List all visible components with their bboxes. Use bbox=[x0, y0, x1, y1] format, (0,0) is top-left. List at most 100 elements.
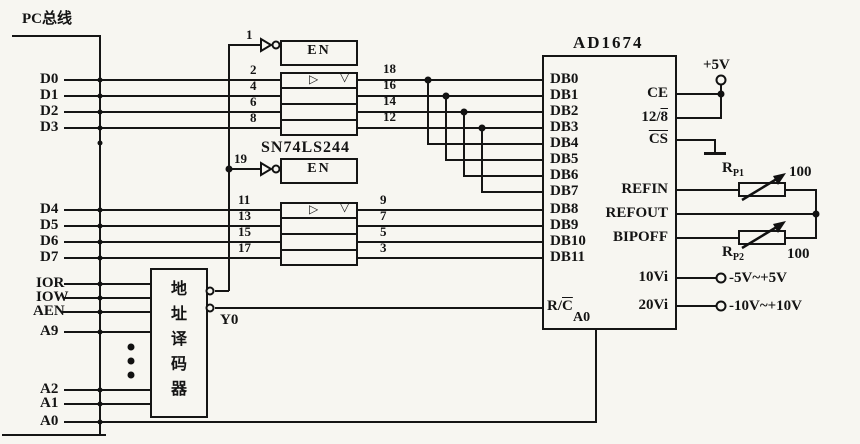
wire bbox=[64, 403, 150, 405]
junction-dot bbox=[97, 329, 103, 335]
wire bbox=[64, 111, 280, 113]
wire bbox=[677, 213, 817, 215]
adc-pin-ce: CE bbox=[647, 85, 668, 101]
pin-number: 5 bbox=[380, 224, 387, 239]
pin-number: 13 bbox=[238, 208, 251, 223]
wire bbox=[64, 79, 280, 81]
wire bbox=[62, 311, 150, 313]
buffer1-box bbox=[280, 72, 358, 136]
wire bbox=[784, 237, 817, 239]
junction-dot bbox=[97, 309, 103, 315]
adc-pin-db0: DB0 bbox=[550, 71, 579, 87]
inverter-icon bbox=[260, 37, 273, 53]
wire bbox=[445, 95, 447, 161]
rp2-value: 100 bbox=[787, 246, 810, 262]
pin-number: 12 bbox=[383, 109, 396, 124]
wire bbox=[282, 87, 356, 89]
wire bbox=[714, 139, 716, 153]
buffer-symbol-icon: ▷ bbox=[309, 72, 319, 86]
ellipsis-dot bbox=[127, 357, 135, 365]
decoder-output-bubble-icon bbox=[205, 286, 215, 296]
signal-label-d1: D1 bbox=[40, 87, 59, 103]
wire bbox=[282, 103, 356, 105]
inverter-bubble-icon bbox=[271, 40, 281, 50]
pin-number: 2 bbox=[250, 62, 257, 77]
pin-number: 7 bbox=[380, 208, 387, 223]
wire bbox=[677, 139, 716, 141]
adc-pin-db9: DB9 bbox=[550, 217, 579, 233]
pin-number: 16 bbox=[383, 77, 396, 92]
y0-wire bbox=[215, 307, 542, 309]
rp1-value: 100 bbox=[789, 164, 812, 180]
wire bbox=[282, 233, 356, 235]
signal-label-aen: AEN bbox=[33, 303, 65, 319]
pot-arrow-icon bbox=[741, 173, 786, 202]
junction-dot bbox=[97, 387, 103, 393]
wire bbox=[358, 225, 542, 227]
wire bbox=[2, 434, 106, 436]
signal-label-a0: A0 bbox=[40, 413, 59, 429]
signal-label-a9: A9 bbox=[40, 323, 59, 339]
signal-label-d5: D5 bbox=[40, 217, 59, 233]
adc-pin-cs: CS bbox=[648, 131, 668, 147]
inverter-icon bbox=[260, 161, 273, 177]
wire bbox=[64, 209, 280, 211]
adc-pin-refout: REFOUT bbox=[605, 205, 668, 221]
wire bbox=[358, 79, 542, 81]
y0-label: Y0 bbox=[220, 312, 239, 328]
wire bbox=[358, 241, 542, 243]
adc-box bbox=[542, 55, 677, 330]
buffer-direction-icon: ▽ bbox=[340, 70, 350, 84]
signal-label-a2: A2 bbox=[40, 381, 59, 397]
range-10v-label: -5V~+5V bbox=[729, 270, 788, 286]
adc-pin-db10: DB10 bbox=[550, 233, 586, 249]
junction-dot bbox=[812, 210, 820, 218]
wire bbox=[64, 283, 150, 285]
adc-pin-20vi: 20Vi bbox=[638, 297, 668, 313]
adc-pin-a0: A0 bbox=[573, 310, 591, 325]
junction-dot bbox=[97, 239, 103, 245]
decoder-label: 地址译码器 bbox=[168, 280, 185, 405]
adc-pin-db6: DB6 bbox=[550, 167, 579, 183]
rp1-label: RP1 bbox=[722, 160, 744, 179]
signal-label-ior: IOR bbox=[36, 275, 65, 291]
enable-wire bbox=[228, 44, 230, 291]
wire bbox=[481, 127, 483, 193]
adc-chip-name: AD1674 bbox=[573, 33, 644, 52]
wire bbox=[677, 189, 738, 191]
vcc-terminal bbox=[715, 74, 727, 86]
pc-bus-line bbox=[99, 35, 101, 436]
wire bbox=[677, 277, 717, 279]
wire bbox=[64, 127, 280, 129]
pin-number-1: 1 bbox=[246, 27, 253, 42]
junction-dot bbox=[97, 140, 103, 146]
junction-dot bbox=[97, 125, 103, 131]
pin-number-19: 19 bbox=[234, 151, 247, 166]
adc-pin-db8: DB8 bbox=[550, 201, 579, 217]
signal-label-d2: D2 bbox=[40, 103, 59, 119]
junction-dot bbox=[97, 401, 103, 407]
vcc-label: +5V bbox=[703, 57, 730, 73]
wire bbox=[358, 127, 542, 129]
junction-dot bbox=[97, 93, 103, 99]
adc-pin-bipoff: BIPOFF bbox=[613, 229, 668, 245]
wire bbox=[229, 44, 261, 46]
adc-pin-db3: DB3 bbox=[550, 119, 579, 135]
decoder-box bbox=[150, 268, 208, 418]
wire bbox=[64, 241, 280, 243]
wire bbox=[64, 389, 150, 391]
buffer1-enable-label: EN bbox=[307, 43, 331, 58]
wire bbox=[64, 225, 280, 227]
junction-dot bbox=[97, 77, 103, 83]
junction-dot bbox=[97, 255, 103, 261]
wire bbox=[784, 189, 817, 191]
junction-dot bbox=[97, 223, 103, 229]
pin-number: 4 bbox=[250, 78, 257, 93]
wire bbox=[463, 111, 465, 177]
adc-pin-rc: R/C bbox=[547, 298, 573, 314]
wire bbox=[215, 290, 229, 292]
wire bbox=[677, 117, 722, 119]
wire bbox=[720, 85, 722, 118]
10v-input-terminal bbox=[715, 272, 727, 284]
adc-pin-db4: DB4 bbox=[550, 135, 579, 151]
